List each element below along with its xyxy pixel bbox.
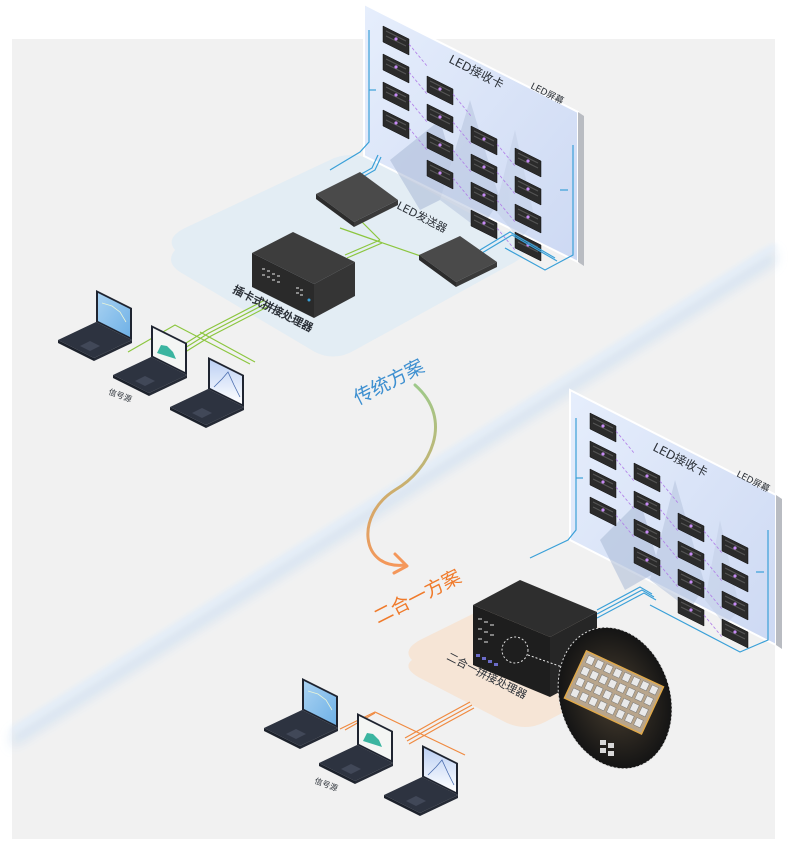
bottom-receiver-card [677,596,705,627]
network-port [607,678,618,690]
bottom-receiver-card [633,462,661,493]
bottom-laptop [264,678,338,749]
network-port [648,684,659,696]
bottom-receiver-card [589,412,617,443]
network-port [597,700,608,712]
network-port [611,693,622,705]
bottom-receiver-card [589,440,617,471]
bottom-receiver-card [721,562,749,593]
network-port [587,696,599,707]
network-port [593,685,604,697]
network-port [615,708,626,720]
network-port [624,712,635,724]
top-receiver-card [514,203,542,234]
bottom-receiver-card [721,534,749,565]
network-port [579,665,591,677]
network-port [616,682,627,694]
divider-band [12,243,775,747]
traditional-scheme: LED接收卡 LED屏幕 [58,2,584,428]
bottom-receiver-card [677,512,705,543]
network-port [630,676,641,687]
top-laptop [58,290,132,361]
signal-source-laptops-top [58,290,244,428]
network-port [574,676,586,688]
network-port [594,659,605,671]
network-port [585,654,596,666]
top-receiver-card [382,53,410,84]
top-receiver-card [470,153,498,184]
network-port [603,663,614,675]
led-sender-1 [316,172,398,227]
network-port [621,671,632,683]
top-receiver-card [426,131,454,162]
network-port [612,667,623,679]
bottom-receiver-card [633,546,661,577]
top-receiver-card [426,159,454,190]
bottom-laptop [384,745,458,816]
top-receiver-card [470,181,498,212]
bottom-receiver-card [677,540,705,571]
led-screen-top: LED接收卡 LED屏幕 [329,2,584,271]
network-port [625,686,636,698]
network-port [629,702,640,713]
bottom-laptop [319,713,393,784]
network-port [606,704,617,716]
bottom-laptop-screen [424,748,456,792]
top-receiver-card [470,125,498,156]
bottom-receiver-card [677,568,705,599]
bottom-receiver-card [589,468,617,499]
top-laptop-screen [210,360,242,404]
top-receiver-card [514,147,542,178]
network-port [634,691,645,703]
bottom-receiver-card [589,496,617,527]
processor-detail-zoom [557,626,673,770]
network-port [598,674,609,686]
receiver-card-grid-bottom [589,412,749,649]
network-port [569,687,581,699]
plugin-processor [252,232,355,318]
integrated-scheme: LED接收卡 LED屏幕 [264,388,782,816]
processor-cables-bottom [339,701,475,756]
network-port [589,670,600,681]
network-port [633,717,644,729]
top-receiver-card [426,103,454,134]
led-sender-2 [419,236,497,287]
traditional-platform [171,155,525,357]
network-port [578,691,590,703]
network-port [602,689,613,701]
network-port [583,680,595,692]
receiver-card-grid-top [382,25,542,262]
top-receiver-card [514,175,542,206]
network-port [639,680,650,692]
bottom-receiver-card [633,518,661,549]
top-laptop [113,325,187,396]
bottom-receiver-card [721,590,749,621]
bottom-receiver-card [633,490,661,521]
top-receiver-card [382,25,410,56]
top-receiver-card [382,81,410,112]
transition-arrow [366,383,437,575]
top-receiver-card [426,75,454,106]
led-screen-bottom: LED接收卡 LED屏幕 [529,388,782,653]
network-port [638,706,649,718]
network-port [620,697,631,709]
signal-source-laptops-bottom [264,678,458,816]
top-laptop [170,357,244,428]
top-receiver-card [470,209,498,240]
screen-cables-bottom [596,586,657,619]
top-receiver-card [382,109,410,140]
network-port [643,695,654,707]
